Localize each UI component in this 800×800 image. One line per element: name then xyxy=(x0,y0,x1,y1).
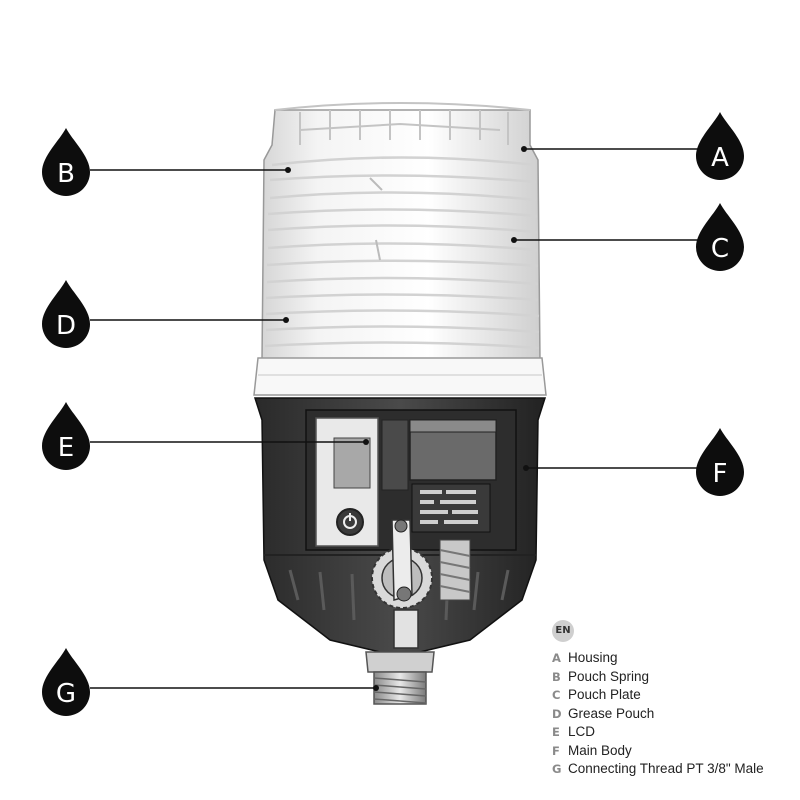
legend-label: Main Body xyxy=(568,742,632,758)
callout-e: E xyxy=(42,402,90,470)
legend-letter: G xyxy=(552,762,562,776)
power-button-icon xyxy=(336,508,364,536)
legend-label: Pouch Spring xyxy=(568,668,650,684)
legend: EN A Housing B Pouch Spring C Pouch Plat… xyxy=(552,620,792,780)
leader-lines xyxy=(90,148,700,689)
legend-letter: B xyxy=(552,669,561,684)
callout-b: B xyxy=(42,128,90,196)
legend-letter: D xyxy=(552,706,562,721)
language-badge: EN xyxy=(552,620,574,642)
callout-f-letter: F xyxy=(713,459,728,489)
legend-letter: F xyxy=(552,743,560,758)
callout-e-letter: E xyxy=(58,433,74,463)
legend-letter: E xyxy=(552,725,560,739)
legend-label: Connecting Thread PT 3/8" Male xyxy=(568,761,764,776)
callout-c: C xyxy=(696,203,744,271)
callout-b-letter: B xyxy=(57,159,75,189)
callout-d-letter: D xyxy=(56,311,76,341)
callout-a-letter: A xyxy=(711,143,729,173)
housing xyxy=(253,102,547,396)
callout-a: A xyxy=(696,112,744,180)
callout-d: D xyxy=(42,280,90,348)
legend-row: C Pouch Plate xyxy=(552,687,792,706)
legend-row: B Pouch Spring xyxy=(552,669,792,688)
legend-label: Pouch Plate xyxy=(568,687,641,702)
legend-label: Housing xyxy=(568,650,618,665)
callout-c-letter: C xyxy=(711,234,729,264)
callout-g-letter: G xyxy=(56,679,76,709)
legend-label: Grease Pouch xyxy=(568,705,655,721)
callout-f: F xyxy=(696,428,744,496)
main-body xyxy=(253,397,547,653)
legend-letter: A xyxy=(552,651,561,665)
legend-row: F Main Body xyxy=(552,743,792,762)
connecting-thread xyxy=(365,651,435,705)
legend-label: LCD xyxy=(568,724,596,739)
legend-letter: C xyxy=(552,688,561,702)
legend-row: A Housing xyxy=(552,650,792,669)
callout-g: G xyxy=(42,648,90,716)
legend-row: D Grease Pouch xyxy=(552,706,792,725)
legend-row: G Connecting Thread PT 3/8" Male xyxy=(552,761,792,780)
legend-row: E LCD xyxy=(552,724,792,743)
